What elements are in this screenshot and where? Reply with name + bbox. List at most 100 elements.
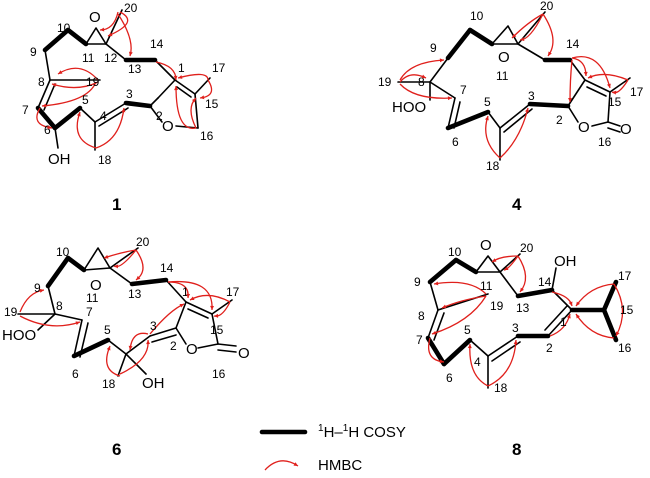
- atom-label: O: [90, 277, 102, 294]
- c1-bond-1-2: [157, 79, 176, 99]
- c8-hmbc-arrow: [469, 343, 489, 387]
- c1-cosy-7-6: [35, 105, 58, 131]
- atom-number: 13: [128, 287, 142, 301]
- atom-number: 10: [57, 21, 71, 35]
- hmbc-arrowhead: [75, 321, 80, 326]
- atom-number: 17: [226, 285, 240, 299]
- compound-label: 8: [512, 440, 521, 459]
- c6-bond-16-Ocarbonyl-double: [217, 349, 237, 353]
- hmbc-arrowhead: [467, 344, 472, 349]
- c4-hmbc-arrow: [571, 56, 611, 89]
- c8-bond-4-3: [487, 335, 519, 357]
- c6-bond-3-2-double: [151, 334, 177, 343]
- hmbc-arrowhead: [190, 296, 195, 300]
- atom-number: 6: [446, 371, 453, 385]
- atom-number: 16: [598, 135, 612, 149]
- atom-number: 2: [170, 339, 177, 353]
- c4-bond-4-3: [499, 103, 531, 129]
- atom-number: 1: [178, 61, 185, 75]
- c6-epoxide-ring: [83, 247, 111, 271]
- c6-bond-12-20: [109, 247, 139, 269]
- hmbc-arrowhead: [146, 340, 151, 345]
- c1-hmbc-arrow: [177, 73, 209, 81]
- atom-number: 19: [4, 305, 18, 319]
- atom-number: 13: [128, 62, 142, 76]
- c4-cosy-11-10: [467, 27, 495, 47]
- hmbc-arrowhead: [179, 304, 184, 308]
- hmbc-arrowhead: [439, 58, 444, 63]
- atom-number: 14: [160, 261, 174, 275]
- c6-hmbc-arrow: [129, 332, 149, 351]
- atom-number: 4: [100, 109, 107, 123]
- c1-bond-14-1: [154, 59, 176, 81]
- hmbc-arrowhead: [421, 74, 426, 79]
- c4-bond-15-17: [609, 77, 631, 93]
- c1-bond-9-8: [44, 49, 51, 81]
- legend-cosy-sup2: 1: [343, 423, 349, 434]
- atom-number: 17: [212, 61, 226, 75]
- c4-bond-16-Ocarbonyl-double: [607, 127, 621, 133]
- c6-hmbc-arrow: [19, 315, 81, 327]
- hmbc-arrowhead: [178, 75, 183, 79]
- c1-cosy-10-9: [42, 27, 71, 53]
- c6-bond-1-15: [185, 301, 213, 315]
- atom-label: HOO: [2, 327, 36, 344]
- c6-bond-16-15: [211, 313, 219, 345]
- c8-epoxide-ring: [475, 255, 501, 273]
- c1-hmbc-arrow: [117, 13, 132, 57]
- atom-label: HOO: [392, 99, 426, 116]
- c6-hmbc-arrow: [106, 345, 121, 377]
- c8-cosy-6-5: [441, 337, 473, 367]
- hmbc-arrowhead: [568, 97, 572, 102]
- hmbc-arrowhead: [108, 32, 113, 37]
- compound-4-labels: O HOO O O 20 10 14 9 11 19 8 7 5 3 15 17…: [378, 0, 644, 173]
- atom-number: 8: [38, 75, 45, 89]
- legend-cosy-label: 1H–1H COSY: [318, 423, 406, 441]
- c4-bond-1-15: [584, 79, 611, 93]
- atom-number: 8: [418, 75, 425, 89]
- hmbc-arrowhead: [432, 330, 437, 335]
- c8-hmbc-arrow: [433, 281, 487, 295]
- hmbc-arrowheads: [39, 27, 620, 466]
- c1-hmbc-arrow: [107, 11, 129, 37]
- atom-number: 7: [416, 333, 423, 347]
- c4-bond-9-8: [429, 57, 449, 83]
- c8-hmbc-arrow: [613, 283, 624, 337]
- compound-8-hmbc: [427, 255, 624, 387]
- hmbc-arrowhead: [484, 116, 489, 121]
- c6-hmbc-arrow: [135, 249, 144, 281]
- hmbc-arrowhead: [447, 96, 452, 101]
- atom-number: 11: [496, 69, 509, 83]
- compound-label: 4: [512, 195, 522, 214]
- atom-number: 9: [30, 45, 37, 59]
- c1-hmbc-arrow: [41, 81, 97, 107]
- c8-bond-5-4: [469, 339, 489, 357]
- compound-6-labels: O HOO OH O O 20 10 14 17 9 11 13 1 19 8 …: [2, 235, 250, 392]
- c6-bond-1-2: [175, 301, 187, 329]
- atom-number: 11: [82, 51, 95, 65]
- atom-number: 5: [484, 95, 491, 109]
- c1-bond-2-O: [149, 105, 163, 123]
- c1-hmbc-arrow: [57, 67, 99, 81]
- compound-6: O HOO OH O O 20 10 14 17 9 11 13 1 19 8 …: [2, 235, 250, 459]
- hmbc-arrowhead: [106, 346, 111, 351]
- c6-bond-1-15-double: [187, 308, 209, 319]
- c4-hmbc-arrow: [587, 73, 629, 81]
- c4-hmbc-arrow: [499, 107, 529, 159]
- atom-number: 3: [512, 321, 519, 335]
- atom-number: 2: [556, 113, 563, 127]
- compound-6-bonds: [17, 247, 237, 377]
- c6-bond-2-O: [175, 327, 187, 345]
- legend-cosy-sup: 1: [318, 423, 324, 434]
- atom-number: 17: [618, 269, 632, 283]
- c8-hmbc-arrow: [487, 339, 517, 387]
- hmbc-arrowhead: [504, 266, 509, 270]
- c8-bond-14-OH: [551, 267, 557, 291]
- c4-epoxide-ring: [491, 25, 519, 45]
- c4-bond-1-15-double: [586, 86, 607, 97]
- atom-label: OH: [554, 253, 577, 270]
- c6-cosy-6-5: [71, 337, 111, 359]
- atom-number: 5: [104, 323, 111, 337]
- c6-hmbc-arrow: [213, 301, 231, 317]
- atom-number: 10: [470, 9, 484, 23]
